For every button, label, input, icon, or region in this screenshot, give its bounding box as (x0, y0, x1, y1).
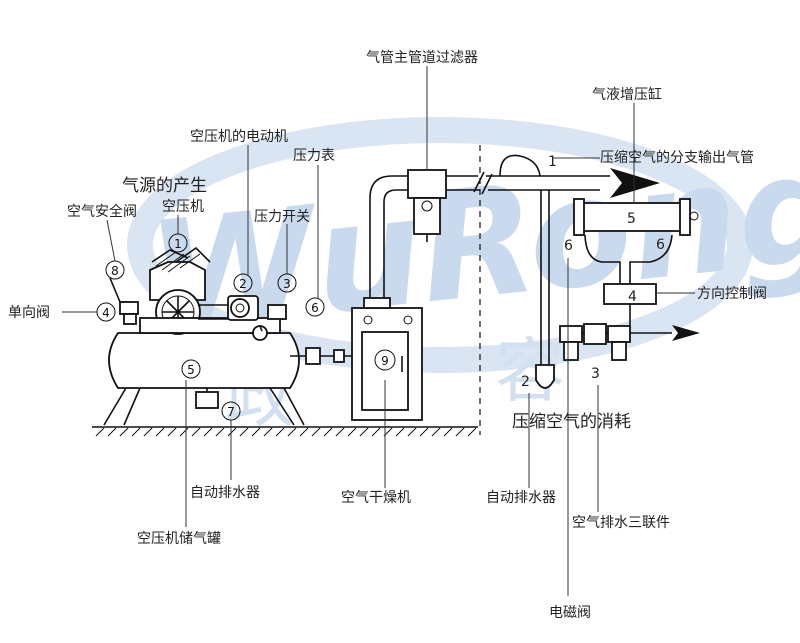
num-1: 1 (174, 237, 182, 251)
num-5: 5 (187, 363, 195, 377)
plain-num-4: 4 (628, 289, 637, 305)
label-motor: 空压机的电动机 (190, 129, 288, 145)
label-safety-valve: 空气安全阀 (67, 203, 137, 220)
label-booster: 气液增压缸 (592, 86, 662, 103)
motor (227, 295, 259, 321)
label-check-valve: 单向阀 (8, 305, 50, 321)
main-line-filter (407, 169, 447, 242)
air-tank (103, 332, 305, 426)
plain-num-1: 1 (548, 154, 557, 170)
num-2: 2 (239, 277, 247, 291)
plain-num-2: 2 (521, 374, 530, 390)
num-7: 7 (227, 405, 235, 419)
drop-line (535, 190, 555, 389)
label-main-filter: 气管主管道过滤器 (366, 50, 478, 66)
booster-cylinder (573, 198, 699, 284)
main-pipe (369, 168, 660, 298)
plain-num-3: 3 (591, 366, 600, 382)
num-6: 6 (311, 301, 319, 315)
title-generation: 气源的产生 (122, 176, 207, 196)
ground (92, 426, 478, 437)
label-solenoid: 电磁阀 (549, 605, 591, 621)
labels: 气管主管道过滤器 气液增压缸 空压机的电动机 压力表 气源的产生 空压机 空气安… (8, 50, 767, 621)
label-compressor: 空压机 (162, 199, 204, 215)
outlet-pipe (290, 347, 352, 365)
branch-loop (499, 154, 541, 177)
num-9: 9 (381, 354, 389, 368)
valves-left (109, 277, 139, 325)
plain-num-5: 5 (627, 211, 636, 227)
plain-numbers: 1 2 3 4 5 6 6 (521, 154, 665, 390)
frl-unit (559, 323, 700, 361)
label-frl: 空气排水三联件 (572, 515, 670, 531)
num-3: 3 (283, 277, 291, 291)
num-8: 8 (111, 264, 119, 278)
pressure-switch-group (252, 304, 287, 341)
label-auto-drain-right: 自动排水器 (486, 490, 556, 506)
label-auto-drain-left: 自动排水器 (190, 485, 260, 501)
plain-num-6b: 6 (656, 237, 665, 253)
leader-lines (62, 66, 695, 596)
label-branch-outlet: 压缩空气的分支输出气管 (600, 150, 754, 166)
compressor (139, 246, 281, 335)
plain-num-6a: 6 (564, 238, 573, 254)
title-consumption: 压缩空气的消耗 (512, 412, 631, 432)
label-direction-valve: 方向控制阀 (697, 286, 767, 302)
label-pressure-switch: 压力开关 (254, 209, 310, 225)
label-tank: 空压机储气罐 (137, 531, 221, 547)
circled-numbers: 1 2 3 4 5 6 7 8 9 (96, 233, 396, 421)
label-pressure-gauge: 压力表 (293, 148, 335, 164)
label-dryer: 空气干燥机 (341, 490, 411, 506)
num-4: 4 (102, 306, 110, 320)
